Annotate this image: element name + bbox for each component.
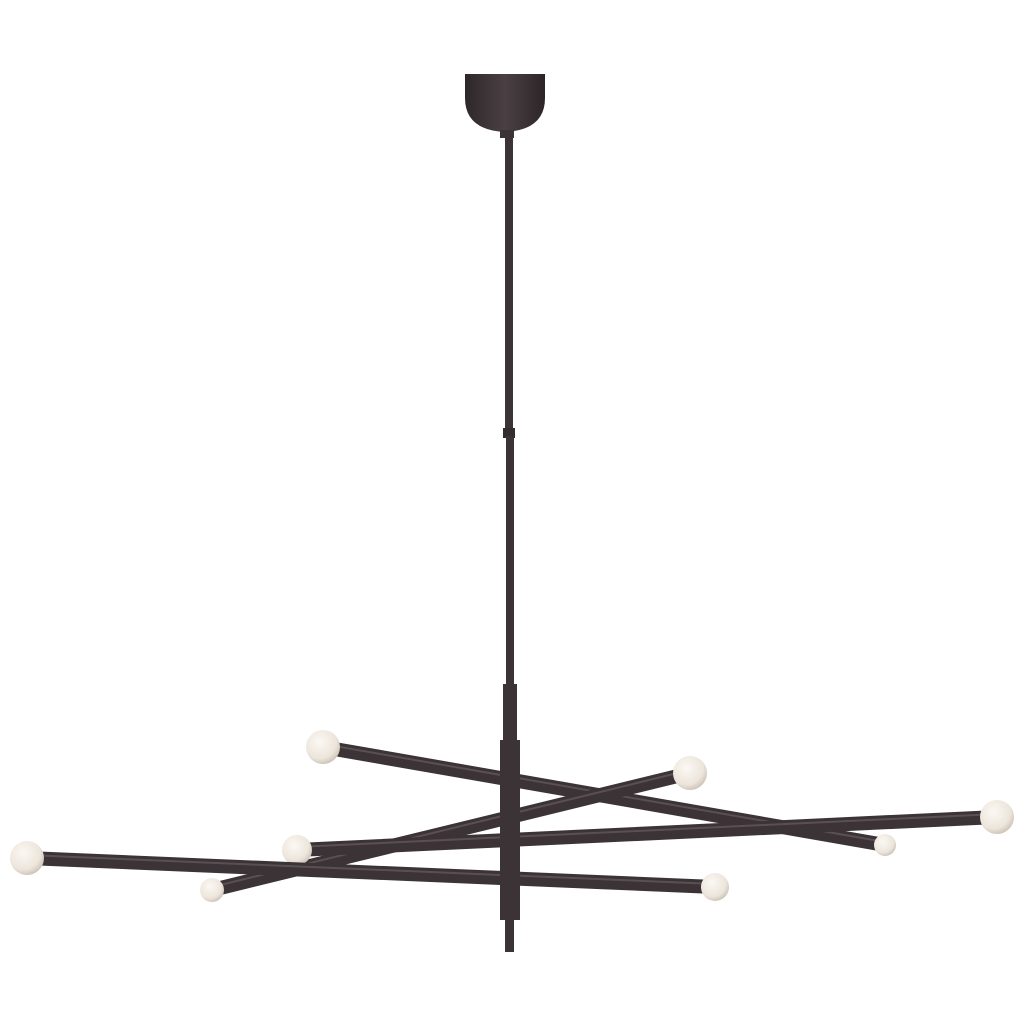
light-bulb xyxy=(10,841,44,875)
arm-highlight xyxy=(296,813,998,848)
light-bulb xyxy=(980,800,1014,834)
light-bulb xyxy=(282,835,312,865)
arm xyxy=(282,800,1014,865)
light-bulb xyxy=(701,873,729,901)
arm-highlight xyxy=(26,854,716,885)
light-bulb xyxy=(306,730,340,764)
arm xyxy=(10,841,729,901)
light-bulb xyxy=(874,834,896,856)
light-bulb xyxy=(673,756,707,790)
light-bulb xyxy=(200,878,224,902)
arm-tube xyxy=(20,851,722,894)
downrod xyxy=(503,136,517,744)
arm-tube xyxy=(290,810,1004,857)
center-hub xyxy=(500,740,520,952)
arms xyxy=(10,730,1014,902)
ceiling-canopy xyxy=(465,74,545,138)
